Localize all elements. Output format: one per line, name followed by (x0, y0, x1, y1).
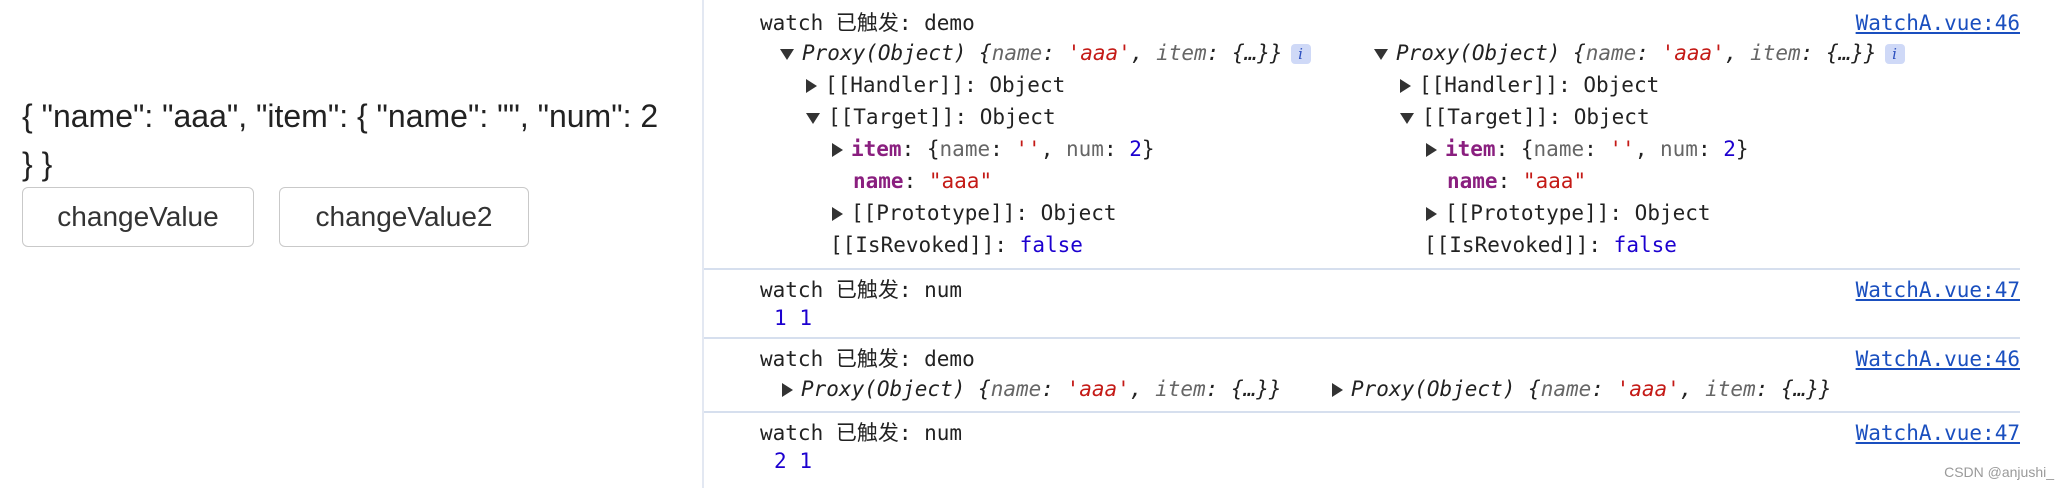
demo-json-output: { "name": "aaa", "item": { "name": "", "… (22, 98, 659, 182)
info-icon[interactable]: i (1290, 44, 1311, 64)
collapse-triangle-icon[interactable] (806, 79, 817, 93)
console-message: watch 已触发: demo (760, 11, 975, 35)
name-row: name: "aaa" (1447, 169, 1587, 193)
source-link[interactable]: WatchA.vue:47 (1855, 421, 2020, 445)
app-panel: { "name": "aaa", "item": { "name": "", "… (0, 0, 702, 488)
console-message: watch 已触发: num (760, 421, 963, 445)
prototype-row[interactable]: [[Prototype]]: Object (1426, 198, 1711, 228)
change-value2-button[interactable]: changeValue2 (279, 187, 529, 247)
target-row[interactable]: [[Target]]: Object (806, 102, 1056, 132)
change-value-button[interactable]: changeValue (22, 187, 254, 247)
collapse-triangle-icon[interactable] (832, 207, 843, 221)
handler-row[interactable]: [[Handler]]: Object (1400, 70, 1659, 100)
panel-divider (702, 0, 704, 488)
console-message: watch 已触发: num (760, 278, 963, 302)
object-preview-collapsed[interactable]: Proxy(Object) {name: 'aaa', item: {…}} (782, 374, 1282, 404)
console-entry: watch 已触发: demo WatchA.vue:46 Proxy(Obje… (704, 344, 2020, 404)
entry-separator (704, 411, 2020, 413)
object-preview-collapsed[interactable]: Proxy(Object) {name: 'aaa', item: {…}} (1332, 374, 1832, 404)
console-entry: watch 已触发: num WatchA.vue:47 2 1 (704, 418, 2020, 478)
devtools-console: watch 已触发: demo WatchA.vue:46 Proxy(Obje… (704, 0, 2066, 488)
name-row: name: "aaa" (853, 169, 993, 193)
console-entry: watch 已触发: demo WatchA.vue:46 Proxy(Obje… (704, 8, 2020, 263)
expand-triangle-icon[interactable] (806, 112, 820, 124)
collapse-triangle-icon[interactable] (1426, 207, 1437, 221)
expand-triangle-icon[interactable] (1400, 112, 1414, 124)
collapse-triangle-icon[interactable] (832, 143, 843, 157)
target-row[interactable]: [[Target]]: Object (1400, 102, 1650, 132)
expand-triangle-icon[interactable] (780, 48, 794, 60)
expand-triangle-icon[interactable] (1374, 48, 1388, 60)
collapse-triangle-icon[interactable] (782, 383, 793, 397)
watermark: CSDN @anjushi_ (1944, 464, 2054, 480)
entry-separator (704, 268, 2020, 270)
collapse-triangle-icon[interactable] (1426, 143, 1437, 157)
is-revoked-row: [[IsRevoked]]: false (1424, 233, 1677, 257)
handler-row[interactable]: [[Handler]]: Object (806, 70, 1065, 100)
console-message: watch 已触发: demo (760, 347, 975, 371)
entry-separator (704, 337, 2020, 339)
collapse-triangle-icon[interactable] (1400, 79, 1411, 93)
object-preview-expanded[interactable]: Proxy(Object) {name: 'aaa', item: {…}}i (1374, 38, 1905, 68)
console-entry: watch 已触发: num WatchA.vue:47 1 1 (704, 275, 2020, 335)
source-link[interactable]: WatchA.vue:46 (1855, 11, 2020, 35)
item-row[interactable]: item: {name: '', num: 2} (832, 134, 1155, 164)
is-revoked-row: [[IsRevoked]]: false (830, 233, 1083, 257)
prototype-row[interactable]: [[Prototype]]: Object (832, 198, 1117, 228)
object-preview-expanded[interactable]: Proxy(Object) {name: 'aaa', item: {…}}i (780, 38, 1311, 68)
console-values: 2 1 (774, 449, 812, 473)
item-row[interactable]: item: {name: '', num: 2} (1426, 134, 1749, 164)
info-icon[interactable]: i (1884, 44, 1905, 64)
console-values: 1 1 (774, 306, 812, 330)
collapse-triangle-icon[interactable] (1332, 383, 1343, 397)
source-link[interactable]: WatchA.vue:47 (1855, 278, 2020, 302)
source-link[interactable]: WatchA.vue:46 (1855, 347, 2020, 371)
